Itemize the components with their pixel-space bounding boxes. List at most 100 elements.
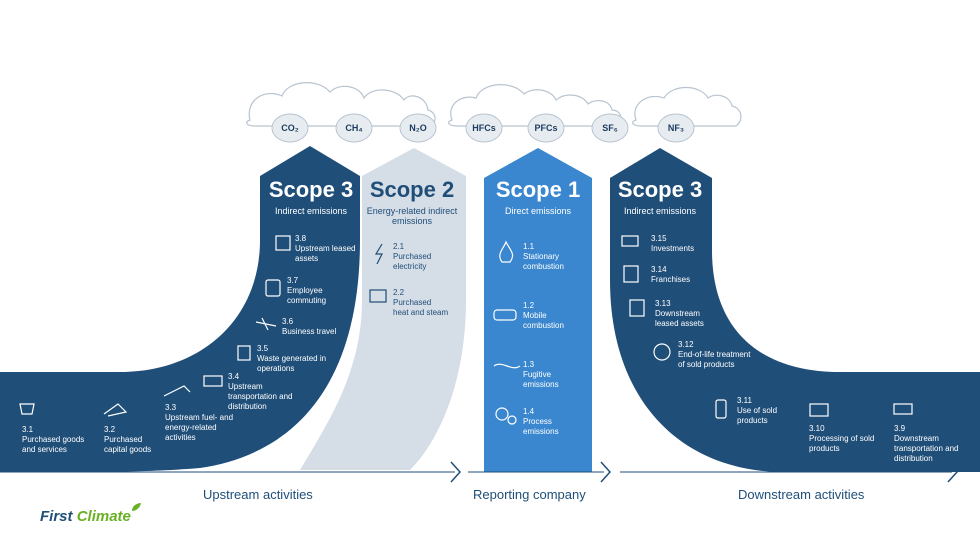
downstream-item: 3.9 Downstream transportation and distri… bbox=[894, 424, 974, 464]
building-icon bbox=[275, 235, 291, 251]
downstream-item-text: Downstream leased assets bbox=[655, 309, 704, 328]
scope3-upstream-title: Scope 3 bbox=[268, 177, 354, 202]
gas-nf3-label: NF₃ bbox=[667, 123, 685, 133]
upstream-item-number: 3.6 bbox=[282, 317, 294, 326]
upstream-item-number: 3.8 bbox=[295, 234, 307, 243]
flame-icon bbox=[499, 240, 514, 263]
money-icon bbox=[621, 235, 639, 247]
scope2-item: 2.2 Purchased heat and steam bbox=[393, 288, 449, 318]
scope1-subtitle: Direct emissions bbox=[504, 206, 571, 216]
gas-ch4-label: CH₄ bbox=[345, 123, 363, 133]
logo-word-climate: Climate bbox=[76, 508, 131, 525]
gas-nf3-circle bbox=[657, 113, 695, 143]
gas-hfcs-circle bbox=[465, 113, 503, 143]
scope1-item: 1.3 Fugitive emissions bbox=[523, 360, 583, 390]
downstream-item-number: 3.15 bbox=[651, 234, 667, 243]
scope2-item-number: 2.2 bbox=[393, 288, 405, 297]
upstream-icons bbox=[19, 235, 291, 417]
upstream-item-number: 3.5 bbox=[257, 344, 269, 353]
scope1-item-number: 1.4 bbox=[523, 407, 535, 416]
lightning-icon bbox=[374, 243, 383, 265]
gas-n2o-circle bbox=[399, 113, 437, 143]
gas-ch4-circle bbox=[335, 113, 373, 143]
scope3-upstream-shape bbox=[0, 146, 360, 472]
downstream-item-text: Franchises bbox=[651, 275, 691, 284]
truck-icon bbox=[203, 375, 223, 387]
factory-icon bbox=[809, 403, 829, 417]
scope1-item: 1.1 Stationary combustion bbox=[523, 242, 583, 272]
gas-sf6-circle bbox=[591, 113, 629, 143]
gas-co2-label: CO₂ bbox=[281, 123, 299, 133]
gas-pfcs-circle bbox=[527, 113, 565, 143]
scope2-icons bbox=[369, 243, 387, 303]
upstream-item: 3.3 Upstream fuel- and energy-related ac… bbox=[165, 403, 245, 443]
plane-icon bbox=[255, 317, 277, 331]
downstream-item-number: 3.11 bbox=[737, 396, 752, 405]
downstream-item: 3.14 Franchises bbox=[651, 265, 711, 285]
downstream-truck-icon bbox=[893, 403, 913, 415]
upstream-item-number: 3.2 bbox=[104, 425, 116, 434]
scope3-downstream-shape bbox=[610, 148, 980, 472]
downstream-item-text: Use of sold products bbox=[737, 406, 778, 425]
oil-pump-icon bbox=[163, 385, 191, 397]
upstream-item: 3.1 Purchased goods and services bbox=[22, 425, 94, 455]
scope2-title: Scope 2 bbox=[369, 177, 455, 202]
upstream-item-number: 3.1 bbox=[22, 425, 34, 434]
scope2-arrow-shape bbox=[300, 148, 466, 470]
upstream-item-text: Upstream leased assets bbox=[295, 244, 356, 263]
first-climate-logo: First Climate bbox=[40, 503, 141, 525]
upstream-item-text: Employee commuting bbox=[287, 286, 327, 305]
scope1-item-number: 1.1 bbox=[523, 242, 535, 251]
scope1-icons bbox=[493, 240, 521, 425]
downstream-item-number: 3.13 bbox=[655, 299, 671, 308]
gas-hfcs-label: HFCs bbox=[472, 123, 496, 133]
gas-pfcs-label: PFCs bbox=[534, 123, 558, 133]
downstream-item-text: Processing of sold products bbox=[809, 434, 875, 453]
downstream-item-text: Investments bbox=[651, 244, 695, 253]
scope1-item-text: Mobile combustion bbox=[523, 311, 564, 330]
scope3-downstream-subtitle: Indirect emissions bbox=[623, 206, 697, 216]
upstream-item: 3.4 Upstream transportation and distribu… bbox=[228, 372, 294, 412]
upstream-item-text: Upstream fuel- and energy-related activi… bbox=[165, 413, 234, 442]
excavator-icon bbox=[103, 403, 128, 417]
shop-icon bbox=[623, 265, 639, 283]
reporting-company-label: Reporting company bbox=[473, 487, 586, 502]
scope1-item-text: Process emissions bbox=[523, 417, 559, 436]
upstream-item-number: 3.3 bbox=[165, 403, 177, 412]
upstream-item: 3.7 Employee commuting bbox=[287, 276, 343, 306]
scope1-item-number: 1.2 bbox=[523, 301, 535, 310]
leaf-icon bbox=[132, 503, 141, 511]
cart-icon bbox=[19, 403, 35, 415]
scope1-item-text: Stationary combustion bbox=[523, 252, 564, 271]
upstream-item-number: 3.4 bbox=[228, 372, 240, 381]
scope1-item: 1.2 Mobile combustion bbox=[523, 301, 583, 331]
scope1-item-text: Fugitive emissions bbox=[523, 370, 559, 389]
upstream-activities-label: Upstream activities bbox=[203, 487, 313, 502]
downstream-item-number: 3.9 bbox=[894, 424, 906, 433]
downstream-item: 3.10 Processing of sold products bbox=[809, 424, 883, 454]
battery-icon bbox=[715, 399, 727, 419]
wind-icon bbox=[493, 363, 521, 369]
scope2-item-text: Purchased heat and steam bbox=[393, 298, 449, 317]
scope2-item-number: 2.1 bbox=[393, 242, 405, 251]
recycle-icon bbox=[653, 343, 671, 361]
upstream-item: 3.5 Waste generated in operations bbox=[257, 344, 327, 374]
downstream-icons bbox=[621, 235, 913, 419]
scope3-upstream-subtitle: Indirect emissions bbox=[274, 206, 348, 216]
gas-n2o-label: N₂O bbox=[409, 123, 427, 133]
logo-word-first: First bbox=[40, 508, 73, 525]
upstream-item: 3.6 Business travel bbox=[282, 317, 352, 337]
scope3-downstream-title: Scope 3 bbox=[617, 177, 703, 202]
scope1-arrow-shape bbox=[484, 148, 592, 472]
downstream-activities-label: Downstream activities bbox=[738, 487, 865, 502]
downstream-item-text: Downstream transportation and distributi… bbox=[894, 434, 959, 463]
upstream-item: 3.8 Upstream leased assets bbox=[295, 234, 357, 264]
downstream-item: 3.11 Use of sold products bbox=[737, 396, 789, 426]
scope2-item: 2.1 Purchased electricity bbox=[393, 242, 453, 272]
bin-icon bbox=[237, 345, 251, 361]
scope2-item-text: Purchased electricity bbox=[393, 252, 432, 271]
downstream-item: 3.12 End-of-life treatment of sold produ… bbox=[678, 340, 752, 370]
upstream-item-text: Business travel bbox=[282, 327, 337, 336]
bottom-timeline bbox=[0, 461, 959, 483]
